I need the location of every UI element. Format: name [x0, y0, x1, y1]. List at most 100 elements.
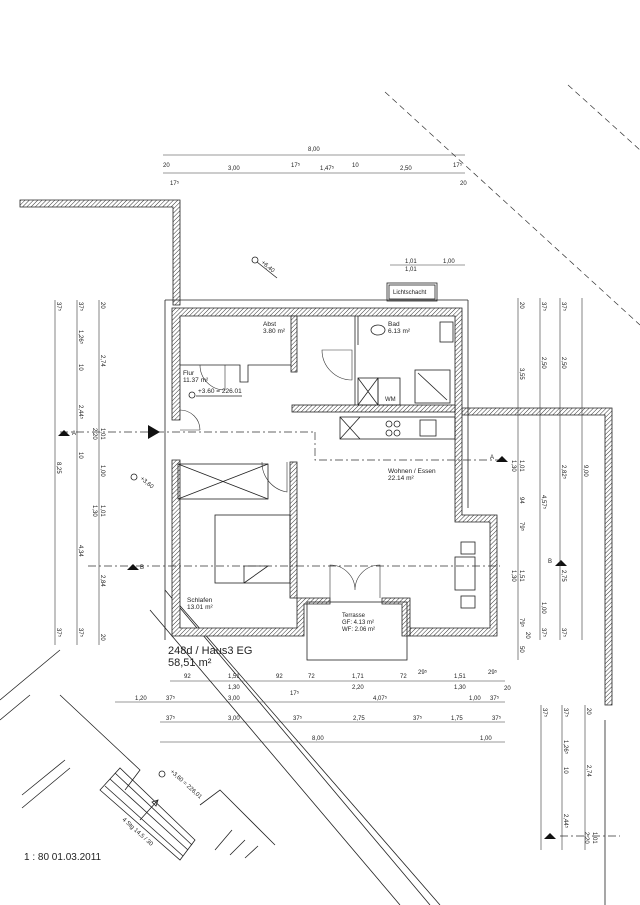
dining-table-icon	[454, 556, 476, 591]
dim-label: 2,20	[91, 428, 97, 440]
dim-label: 37⁵	[540, 302, 547, 312]
dim-label: 2,75	[560, 570, 566, 582]
room-wohnen-name: Wohnen / Essen	[388, 468, 436, 475]
dim-label: 17⁵	[453, 162, 463, 169]
dim-label: 37⁵	[77, 628, 84, 638]
dim-label: 2,74	[585, 765, 591, 777]
site-boundary-lines	[0, 84, 640, 905]
scale-and-date: 1 : 80 01.03.2011	[24, 852, 102, 863]
dim-label: 2,50	[560, 357, 566, 369]
level-marker-icon	[158, 770, 166, 778]
neighbor-wall-right	[461, 407, 613, 706]
dim-label: 29⁵	[418, 669, 428, 676]
bottom-right-dimensions: 37⁵ 37⁵ 1,26⁵ 10 2,44⁵ 20 2,74 1,01 2,20	[540, 705, 620, 850]
sink-icon	[419, 419, 437, 437]
dim-label: 4,34	[77, 545, 83, 557]
dim-label: 50	[518, 646, 524, 653]
dim-label: 1,30	[510, 460, 516, 472]
dim-label: 37⁵	[55, 302, 62, 312]
kitchen-counter	[339, 416, 456, 440]
right-dimensions: 20 3,55 1,01 1,30 94 79⁵ 1,51 1,30 79⁵ 2…	[510, 298, 588, 660]
dim-label: 37⁵	[166, 715, 176, 722]
dim-label: 37⁵	[413, 715, 423, 722]
section-a-marker-icon	[58, 430, 70, 436]
section-b-label: B	[140, 565, 144, 571]
dim-label: 10	[77, 364, 83, 371]
dim-label: 3,00	[228, 166, 240, 172]
dim-label: 2,44⁵	[77, 405, 84, 420]
dim-label: 1,30	[510, 570, 516, 582]
fixtures: WM	[177, 321, 476, 661]
section-a-marker-right-icon	[496, 456, 508, 462]
level-marker-icon	[130, 473, 138, 481]
room-abst-name: Abst	[263, 321, 276, 328]
dim-label: 37⁵	[77, 302, 84, 312]
dim-label: 37⁵	[55, 628, 62, 638]
dim-label: 1,30	[91, 505, 97, 517]
dim-label: 1,51	[518, 570, 524, 582]
room-terrasse-name: Terrasse	[342, 613, 366, 619]
dim-label: 2,50	[400, 166, 412, 172]
dim-label: 10	[352, 163, 359, 169]
dim-label: 1,01	[99, 428, 105, 440]
washbasin-icon	[439, 321, 454, 343]
room-wohnen-area: 22.14 m²	[388, 475, 414, 482]
plan-total-area: 58,51 m²	[168, 657, 212, 669]
entrance-arrow-icon	[148, 425, 160, 439]
dim-label: 10	[562, 767, 568, 774]
section-a-marker-bottom-icon	[544, 833, 556, 839]
dim-label: 1,01	[518, 460, 524, 472]
section-b-marker-right-icon	[555, 560, 567, 566]
dim-label: 20	[460, 181, 467, 187]
dim-label: 1,00	[469, 696, 481, 702]
dim-label: 37⁵	[490, 695, 500, 702]
dim-label: 20	[163, 163, 170, 169]
dim-label: 9,00	[582, 465, 588, 477]
dim-label: 79⁵	[518, 618, 525, 628]
dim-label: 2,75	[353, 716, 365, 722]
dim-label: 1,01	[405, 267, 417, 273]
dim-label: 1,00	[443, 259, 455, 265]
level-top: +6,40	[260, 260, 276, 275]
level-entry: +3,60	[139, 476, 155, 491]
dim-label: 17⁵	[291, 162, 301, 169]
dim-label: 92	[276, 674, 283, 680]
dim-label: 20	[504, 686, 511, 692]
dim-label: 37⁵	[560, 302, 567, 312]
dim-label: 1,26⁵	[562, 740, 569, 755]
dim-label: 1,00	[540, 602, 546, 614]
dim-label: 37⁵	[560, 628, 567, 638]
room-terrasse-wf: WF: 2.06 m²	[342, 627, 375, 633]
dim-label: 20	[99, 302, 105, 309]
dim-label: 37⁵	[540, 628, 547, 638]
section-a-label-right: A	[490, 455, 494, 461]
dim-label: 1,26⁵	[77, 330, 84, 345]
room-labels: Abst 3.80 m² Flur 11.37 m² +3.60 = 226.0…	[183, 321, 436, 633]
dim-label: 4,57⁵	[540, 495, 547, 510]
stove-icon	[385, 420, 393, 428]
dim-label: 8,00	[308, 147, 320, 153]
stair-level: +3,60 = 226,01	[169, 769, 204, 801]
room-schlafen-area: 13.01 m²	[187, 604, 213, 611]
room-flur-name: Flur	[183, 370, 195, 377]
dim-label: 29⁵	[488, 669, 498, 676]
room-schlafen-name: Schlafen	[187, 597, 213, 604]
neighbor-wall-left	[19, 199, 181, 306]
bed-icon	[214, 514, 291, 584]
section-lines: A B A B	[58, 425, 567, 571]
dim-label: 8,00	[312, 736, 324, 742]
toilet-icon	[370, 324, 386, 336]
room-terrasse-gf: GF: 4.13 m²	[342, 620, 374, 626]
dim-label: 37⁵	[562, 708, 569, 718]
dim-label: 2,20	[583, 832, 589, 844]
dim-label: 37⁵	[293, 715, 303, 722]
dim-label: 2,44⁵	[562, 814, 569, 829]
dim-label: 4,07⁵	[373, 695, 388, 702]
dim-label: 37⁵	[541, 708, 548, 718]
dim-label: 1,47⁵	[320, 165, 335, 172]
dim-label: 1,51	[228, 674, 240, 680]
dim-label: 2,84	[99, 575, 105, 587]
wm-label: WM	[385, 397, 396, 403]
dim-label: 2,82⁵	[560, 465, 567, 480]
dim-label: 1,30	[228, 685, 240, 691]
